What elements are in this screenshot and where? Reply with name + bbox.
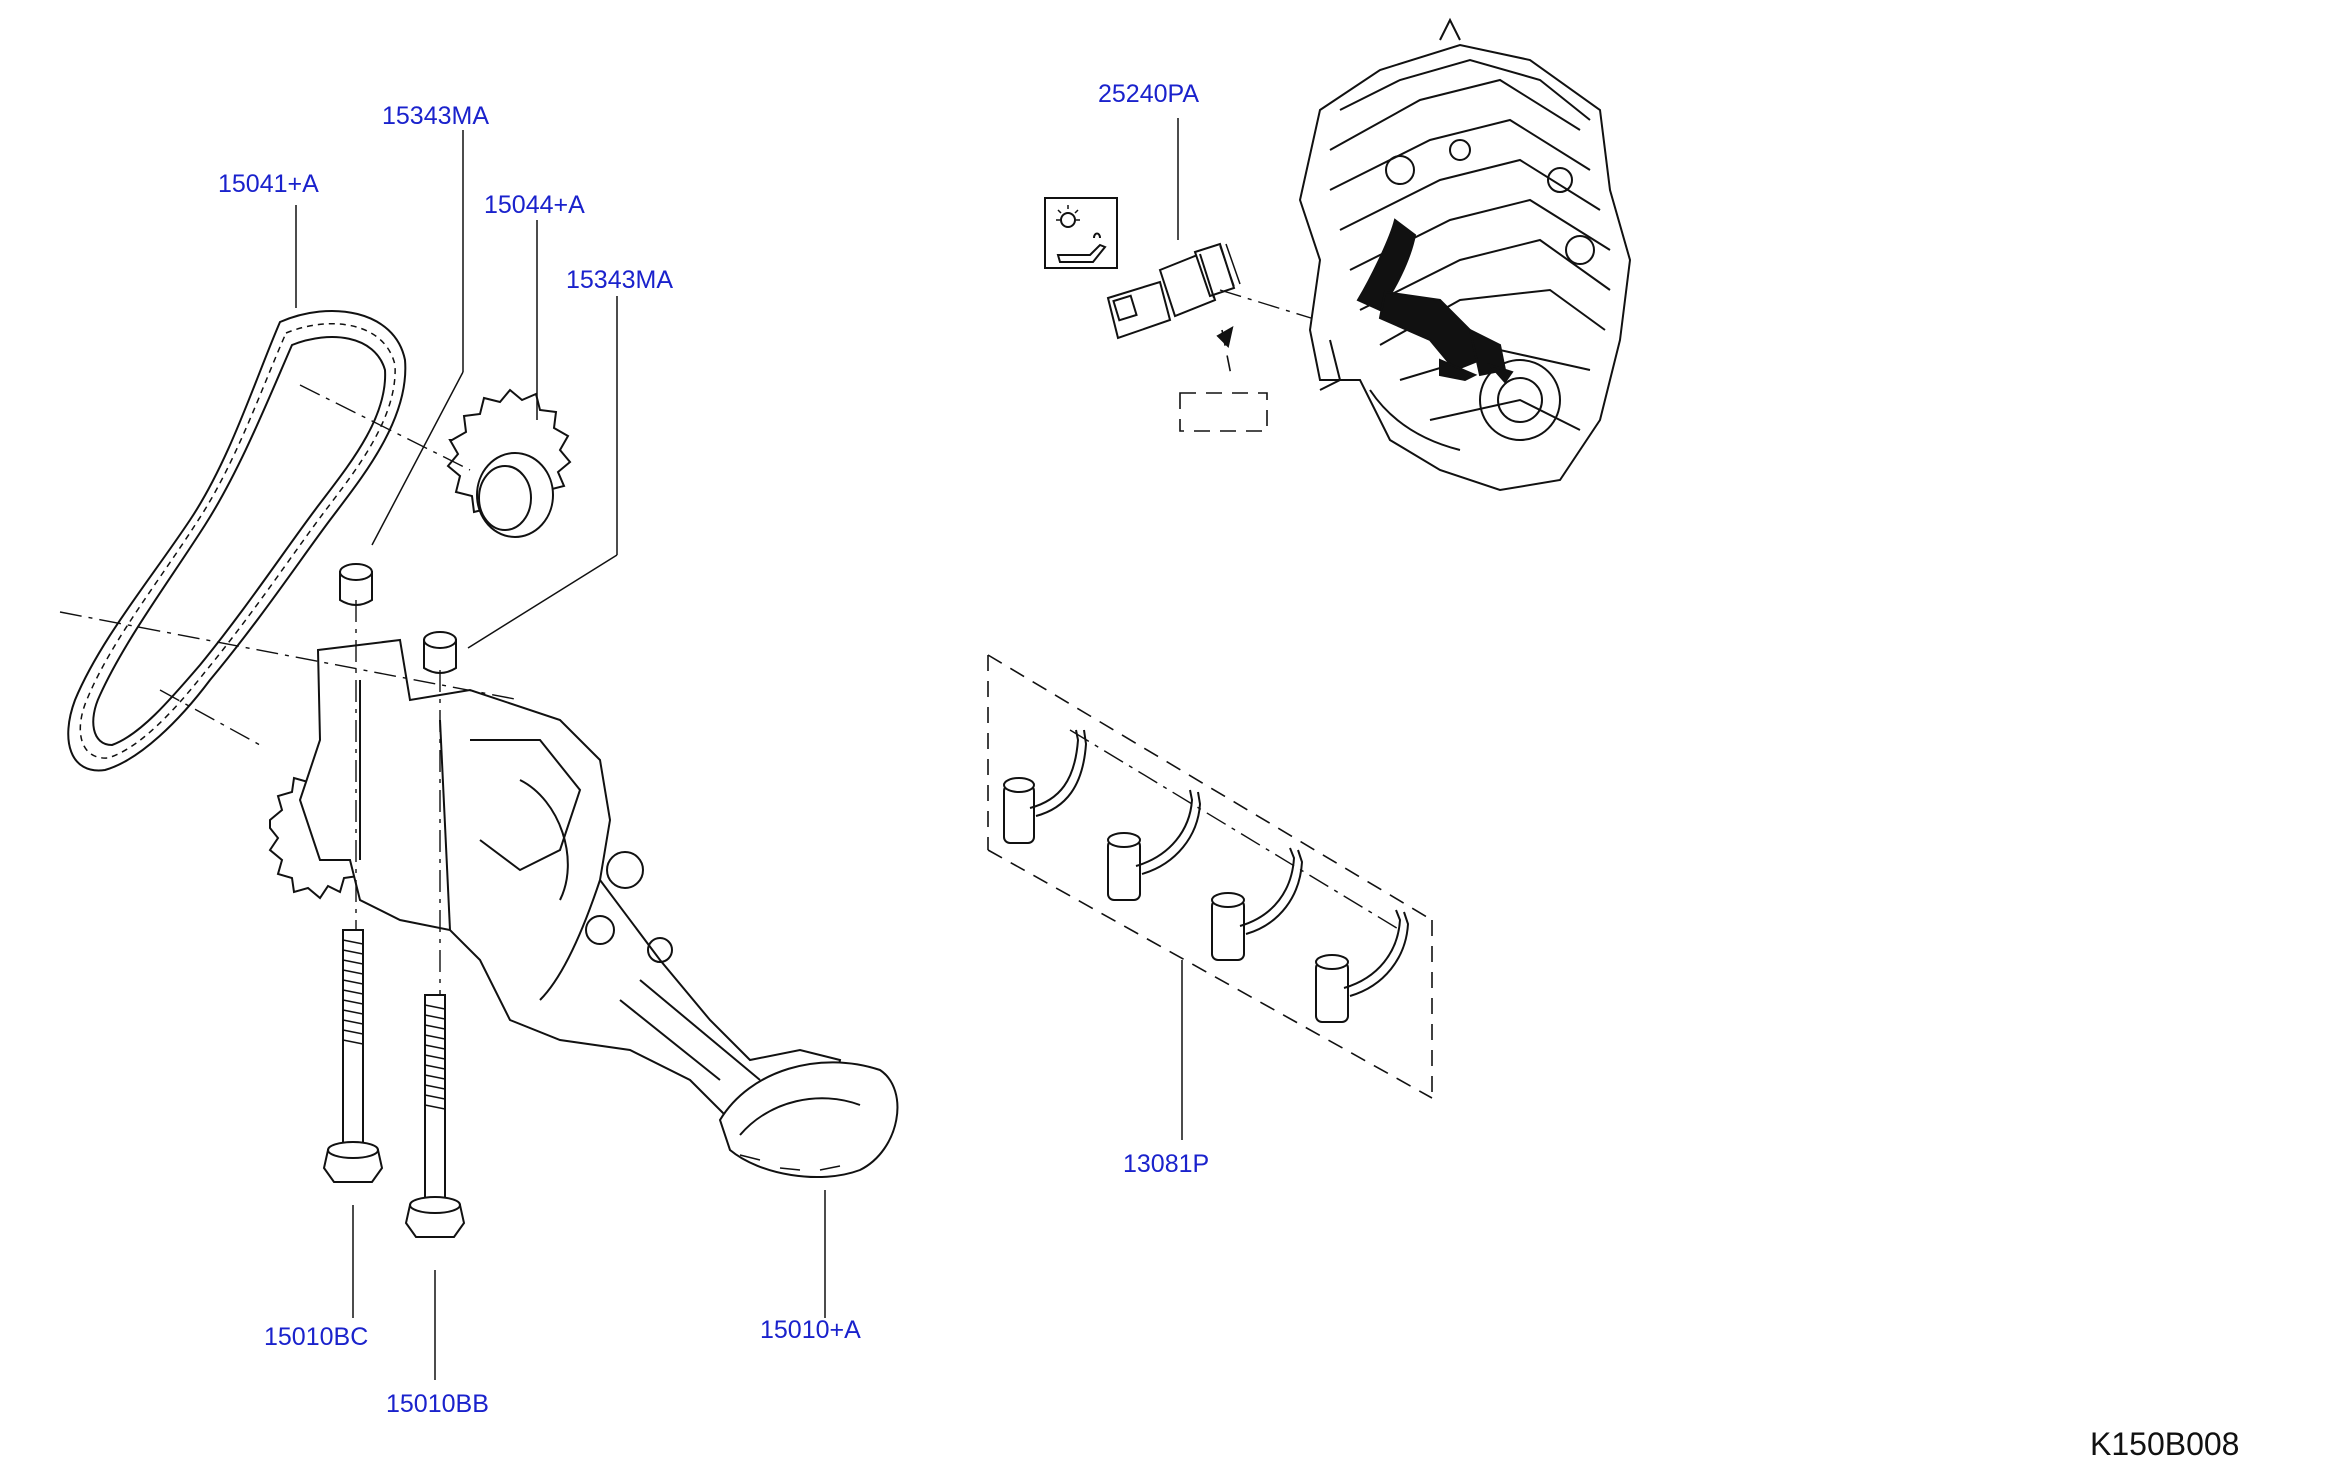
oil-pressure-warning-symbol (1044, 197, 1118, 269)
piston-oil-jet-3[interactable] (1211, 847, 1304, 961)
callout-15010BB[interactable]: 15010BB (386, 1390, 489, 1418)
piston-oil-jet-2[interactable] (1107, 789, 1202, 901)
piston-oil-jet-1[interactable] (1003, 729, 1088, 844)
callout-15010-A[interactable]: 15010+A (760, 1316, 861, 1344)
callout-15010BC[interactable]: 15010BC (264, 1323, 369, 1351)
dowel-lower[interactable] (423, 631, 457, 674)
engine-assembly (1298, 17, 1632, 492)
callout-15041-A[interactable]: 15041+A (218, 170, 319, 198)
callout-13081P[interactable]: 13081P (1123, 1150, 1210, 1178)
oil-pump-assembly[interactable] (268, 638, 899, 1179)
dowel-upper[interactable] (339, 563, 373, 606)
piston-oil-jet-4[interactable] (1315, 909, 1410, 1023)
callout-25240PA[interactable]: 25240PA (1098, 80, 1200, 108)
timing-chain[interactable] (67, 310, 407, 772)
camshaft-sprocket[interactable] (446, 388, 572, 538)
callout-15044-A[interactable]: 15044+A (484, 191, 585, 219)
diagram-code: K150B008 (2090, 1426, 2240, 1462)
bolt-short[interactable] (404, 994, 466, 1238)
oil-pressure-switch[interactable] (1106, 242, 1241, 340)
callout-15343MA-lower[interactable]: 15343MA (566, 266, 674, 294)
callout-15343MA-upper[interactable]: 15343MA (382, 102, 490, 130)
bolt-long[interactable] (322, 929, 384, 1183)
